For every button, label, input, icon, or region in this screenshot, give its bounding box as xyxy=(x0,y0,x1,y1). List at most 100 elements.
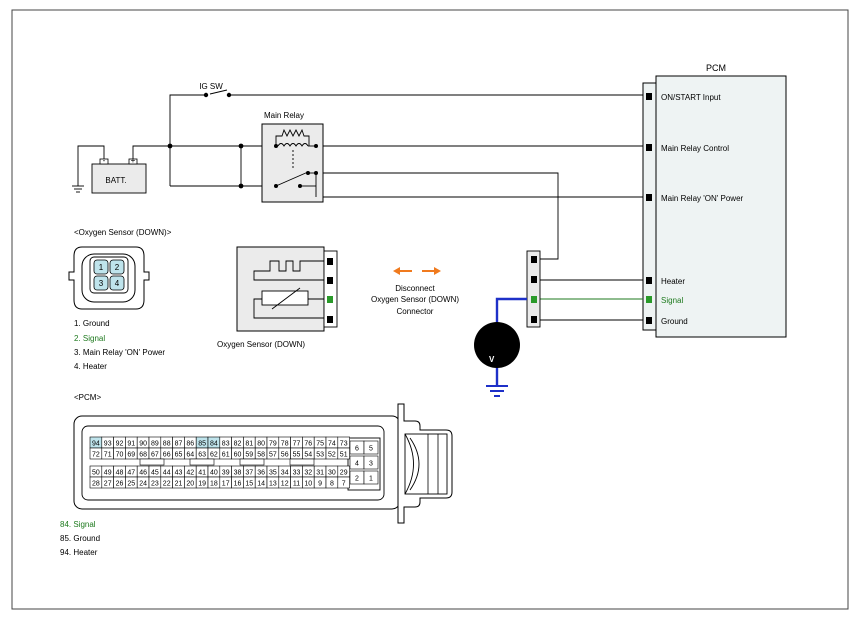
pcm-pin-relay-power: Main Relay 'ON' Power xyxy=(661,194,744,203)
pcm-key-tab xyxy=(139,458,165,466)
pcm-pin-ground: Ground xyxy=(661,317,688,326)
pcm-pin-number: 51 xyxy=(340,451,348,458)
pcm-pin-terminals xyxy=(646,93,652,324)
pcm-pin-number: 41 xyxy=(198,469,206,476)
sensor-pin-4 xyxy=(109,275,125,291)
main-relay-label: Main Relay xyxy=(264,111,304,120)
pcm-pin-number: 71 xyxy=(104,451,112,458)
pcm-pin-number: 61 xyxy=(222,451,230,458)
pcm-pin-number: 23 xyxy=(151,480,159,487)
disconnect-line-3: Connector xyxy=(397,307,434,316)
pcm-pin-number: 43 xyxy=(175,469,183,476)
pcm-side-pin-number: 4 xyxy=(355,461,359,468)
pcm-side-pin-cell xyxy=(363,440,379,455)
pcm-pin-number: 80 xyxy=(257,440,265,447)
pcm-pin-number: 87 xyxy=(175,440,183,447)
harness-connector xyxy=(526,250,541,328)
pcm-pin-number: 65 xyxy=(175,451,183,458)
pcm-pin-number: 83 xyxy=(222,440,230,447)
pcm-pin-number: 72 xyxy=(92,451,100,458)
pcm-pin-number: 36 xyxy=(257,469,265,476)
pcm-pin-number: 9 xyxy=(318,480,322,487)
pcm-pin-number: 31 xyxy=(316,469,324,476)
pcm-pin-number: 62 xyxy=(210,451,218,458)
pcm-key-tab xyxy=(239,458,265,466)
pcm-pin-number: 37 xyxy=(245,469,253,476)
sensor-legend-1: 1. Ground xyxy=(74,319,110,328)
battery-label: BATT. xyxy=(105,176,126,185)
pcm-side-pin-number: 6 xyxy=(355,446,359,453)
pcm-pin-number: 93 xyxy=(104,440,112,447)
pcm-legend-1: 84. Signal xyxy=(60,520,96,529)
pcm-pin-number: 54 xyxy=(304,451,312,458)
pcm-key-tab xyxy=(289,458,315,466)
pcm-pin-number: 30 xyxy=(328,469,336,476)
pcm-pin-number: 52 xyxy=(328,451,336,458)
pcm-pin-number: 10 xyxy=(304,480,312,487)
pcm-pin-number: 89 xyxy=(151,440,159,447)
pcm-pin-number: 33 xyxy=(293,469,301,476)
pcm-pin-number: 32 xyxy=(304,469,312,476)
pcm-pin-number: 28 xyxy=(92,480,100,487)
pcm-pin-number: 34 xyxy=(281,469,289,476)
pcm-pin-number: 15 xyxy=(245,480,253,487)
pcm-pin-number: 60 xyxy=(234,451,242,458)
pcm-pin-number: 78 xyxy=(281,440,289,447)
oxygen-sensor-label: Oxygen Sensor (DOWN) xyxy=(217,340,305,349)
pcm-connector-strip xyxy=(642,82,657,331)
pcm-pin-number: 79 xyxy=(269,440,277,447)
pcm-pin-cell xyxy=(337,476,350,489)
ig-sw-label: IG SW xyxy=(199,82,223,91)
sensor-pin-3 xyxy=(93,275,109,291)
sensor-connector-face: 1 2 3 4 xyxy=(68,246,150,310)
pcm-pin-number: 17 xyxy=(222,480,230,487)
battery-minus: - xyxy=(103,156,106,165)
pcm-pin-number: 77 xyxy=(293,440,301,447)
pcm-pin-number: 68 xyxy=(139,451,147,458)
pcm-pin-number: 35 xyxy=(269,469,277,476)
pcm-pin-number: 48 xyxy=(116,469,124,476)
pcm-pin-number: 29 xyxy=(340,469,348,476)
pcm-pin-number: 12 xyxy=(281,480,289,487)
pcm-pin-number: 63 xyxy=(198,451,206,458)
pcm-legend-2: 85. Ground xyxy=(60,534,100,543)
pcm-pin-number: 76 xyxy=(304,440,312,447)
pcm-pin-number: 86 xyxy=(186,440,194,447)
pcm-pin-number: 22 xyxy=(163,480,171,487)
pcm-pin-number: 94 xyxy=(92,440,100,447)
oxygen-sensor-box: Oxygen Sensor (DOWN) xyxy=(217,246,338,349)
sensor-connector-title: <Oxygen Sensor (DOWN)> xyxy=(74,228,172,237)
pcm-pin-number: 27 xyxy=(104,480,112,487)
pcm-pin-number: 75 xyxy=(316,440,324,447)
pcm-pin-number: 57 xyxy=(269,451,277,458)
pcm-pin-number: 64 xyxy=(186,451,194,458)
pcm-pin-number: 56 xyxy=(281,451,289,458)
pcm-pin-number: 7 xyxy=(342,480,346,487)
pcm-pin-number: 73 xyxy=(340,440,348,447)
pcm-pin-signal: Signal xyxy=(661,296,683,305)
pcm-pin-number: 70 xyxy=(116,451,124,458)
pcm-pin-relay-control: Main Relay Control xyxy=(661,144,729,153)
pcm-pin-number: 50 xyxy=(92,469,100,476)
pcm-pin-number: 47 xyxy=(127,469,135,476)
pcm-pin-number: 85 xyxy=(198,440,206,447)
main-relay: Main Relay xyxy=(261,111,324,203)
pcm-pin-number: 39 xyxy=(222,469,230,476)
sensor-pin-1-label: 1 xyxy=(99,263,104,272)
pcm-connector-title: <PCM> xyxy=(74,393,101,402)
pcm-pin-number: 40 xyxy=(210,469,218,476)
pcm-side-pin-cell xyxy=(363,470,379,485)
wires xyxy=(72,89,643,321)
pcm-pin-number: 45 xyxy=(151,469,159,476)
pcm-pin-number: 42 xyxy=(186,469,194,476)
pcm-side-pin-number: 5 xyxy=(369,446,373,453)
pcm-pin-number: 55 xyxy=(293,451,301,458)
pcm-pin-number: 91 xyxy=(127,440,135,447)
pcm-pin-number: 90 xyxy=(139,440,147,447)
battery: - + BATT. xyxy=(91,156,147,194)
